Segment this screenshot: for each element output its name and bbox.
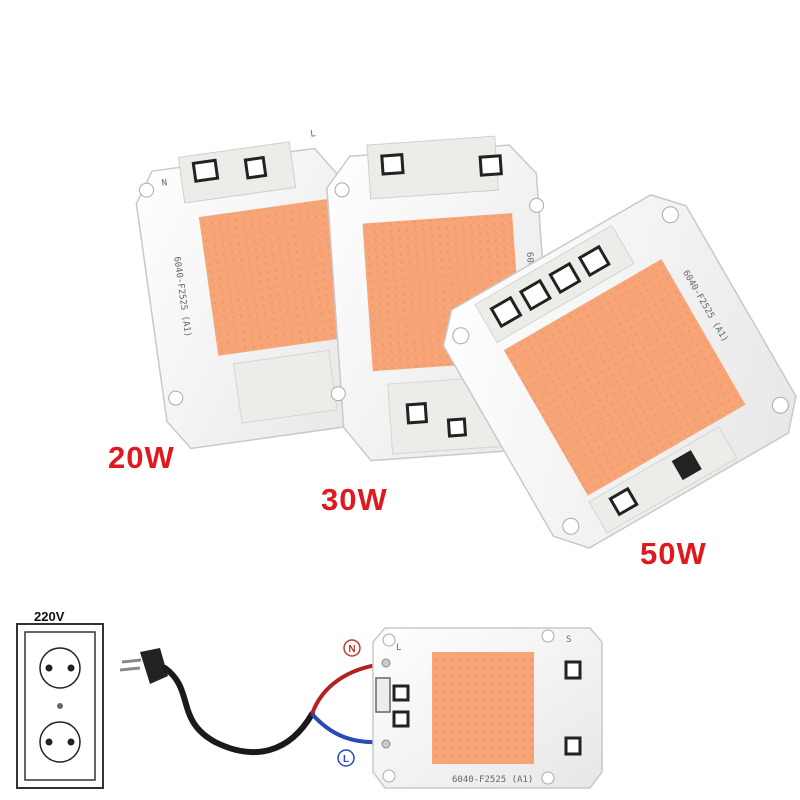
- live-marker-icon: [337, 749, 355, 767]
- chip-icon: [446, 417, 468, 438]
- chip-icon: [380, 153, 405, 176]
- bridge-rectifier-icon: [671, 450, 702, 481]
- wattage-label-20w: 20W: [108, 440, 175, 475]
- neutral-marker-label: N: [348, 644, 355, 655]
- power-cable: [162, 665, 315, 756]
- pcb-s-mark: S: [566, 635, 571, 645]
- chip-icon: [518, 278, 552, 312]
- led-module-20w: N L 6040-F2525 (A1): [135, 129, 370, 450]
- wall-socket-icon: [16, 623, 104, 789]
- pcb-l-mark: L: [396, 643, 401, 653]
- chip-icon: [608, 486, 639, 517]
- voltage-label: 220V: [34, 609, 65, 624]
- chip-icon: [191, 158, 220, 183]
- chip-icon: [489, 295, 523, 329]
- led-module-30w: 6040-F2525 (A1): [326, 135, 554, 462]
- chip-icon: [564, 736, 582, 756]
- pcb-n-mark: N: [161, 178, 168, 189]
- chip-icon: [564, 660, 582, 680]
- led-module-50w: 6040-F2525 (A1): [442, 194, 797, 549]
- chip-icon: [243, 155, 268, 180]
- wattage-label-30w: 30W: [321, 482, 388, 517]
- neutral-marker-icon: [343, 639, 361, 657]
- chip-icon: [405, 402, 429, 425]
- chip-icon: [548, 261, 582, 295]
- chip-icon: [392, 710, 410, 728]
- live-marker-label: L: [343, 754, 349, 765]
- pcb-code: 6040-F2525 (A1): [452, 775, 533, 785]
- chip-icon: [392, 684, 410, 702]
- wattage-label-50w: 50W: [640, 536, 707, 571]
- led-module-wired: L S 6040-F2525 (A1): [372, 627, 603, 789]
- chip-icon: [577, 244, 611, 278]
- pcb-l-mark: L: [310, 129, 317, 140]
- chip-icon: [478, 154, 503, 177]
- power-plug-icon: [119, 648, 168, 684]
